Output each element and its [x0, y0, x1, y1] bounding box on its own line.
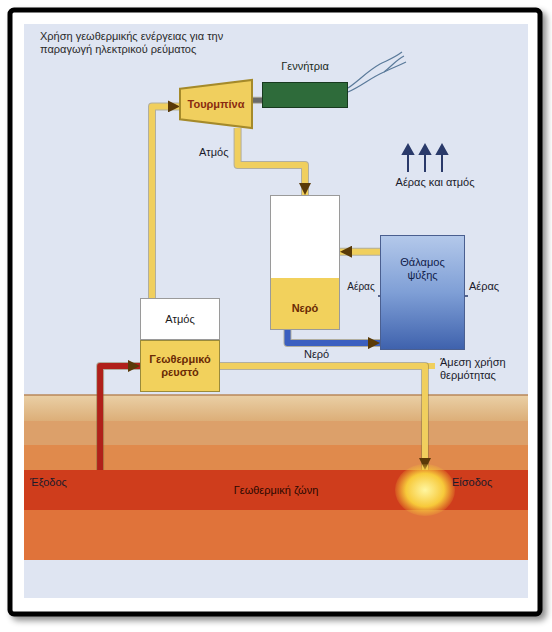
sky-ground [24, 24, 528, 598]
pipe-outline [340, 248, 380, 257]
annotation-label: Άμεση χρήση θερμότητας [440, 356, 528, 382]
power-wires [348, 52, 406, 92]
node-text: Θάλαμος ψύξης [386, 256, 459, 282]
injection-glow [395, 464, 455, 516]
node-text: Γεωθερμική ζώνη [234, 484, 319, 497]
fluid-tank: Γεωθερμικό ρευστό [140, 340, 220, 392]
pipe-connector [100, 366, 140, 470]
pipe-connector [152, 106, 180, 298]
pipe-outline [152, 106, 180, 298]
node-text: Νερό [292, 302, 319, 315]
pipe-connector [340, 249, 380, 256]
pipe-outline [100, 366, 140, 470]
annotation-label: Αέρας [342, 280, 380, 293]
pipe-outline [220, 366, 425, 470]
deep-layer [24, 510, 528, 560]
steam-tank: Ατμός [140, 298, 220, 340]
annotation-label: Αέρας [469, 280, 509, 293]
annotation-label: Είσοδος [452, 476, 512, 489]
frame [10, 10, 540, 614]
pipe-label: Νερό [302, 348, 331, 361]
turbine-body [180, 80, 252, 128]
node-text: Ατμός [165, 313, 194, 326]
pipe-outline [238, 128, 305, 195]
pipe-connector [252, 98, 262, 103]
turbine: Τουρμπίνα [180, 80, 252, 128]
exhaust-arrows [403, 145, 447, 172]
pipe-connector [238, 128, 305, 195]
generator: Γεννήτρια [262, 56, 348, 108]
annotation-label: Αέρας και ατμός [395, 176, 475, 189]
generator-body [262, 82, 348, 108]
diagram-title: Χρήση γεωθερμικής ενέργειας για την παρα… [40, 30, 248, 56]
pipe-outline [288, 330, 381, 343]
node-text: Γεωθερμικό ρευστό [146, 353, 214, 379]
pipe-connector [288, 330, 381, 343]
condenser: Νερό [270, 195, 340, 330]
pipe-label: Ατμός [197, 146, 230, 159]
pipe-connector [220, 366, 425, 470]
pipe-outline [252, 97, 262, 104]
annotation-label: Έξοδος [30, 476, 80, 489]
node-text: Τουρμπίνα [188, 98, 245, 111]
node-text: Γεννήτρια [281, 60, 329, 73]
cooling-chamber: Θάλαμος ψύξης [380, 235, 465, 350]
